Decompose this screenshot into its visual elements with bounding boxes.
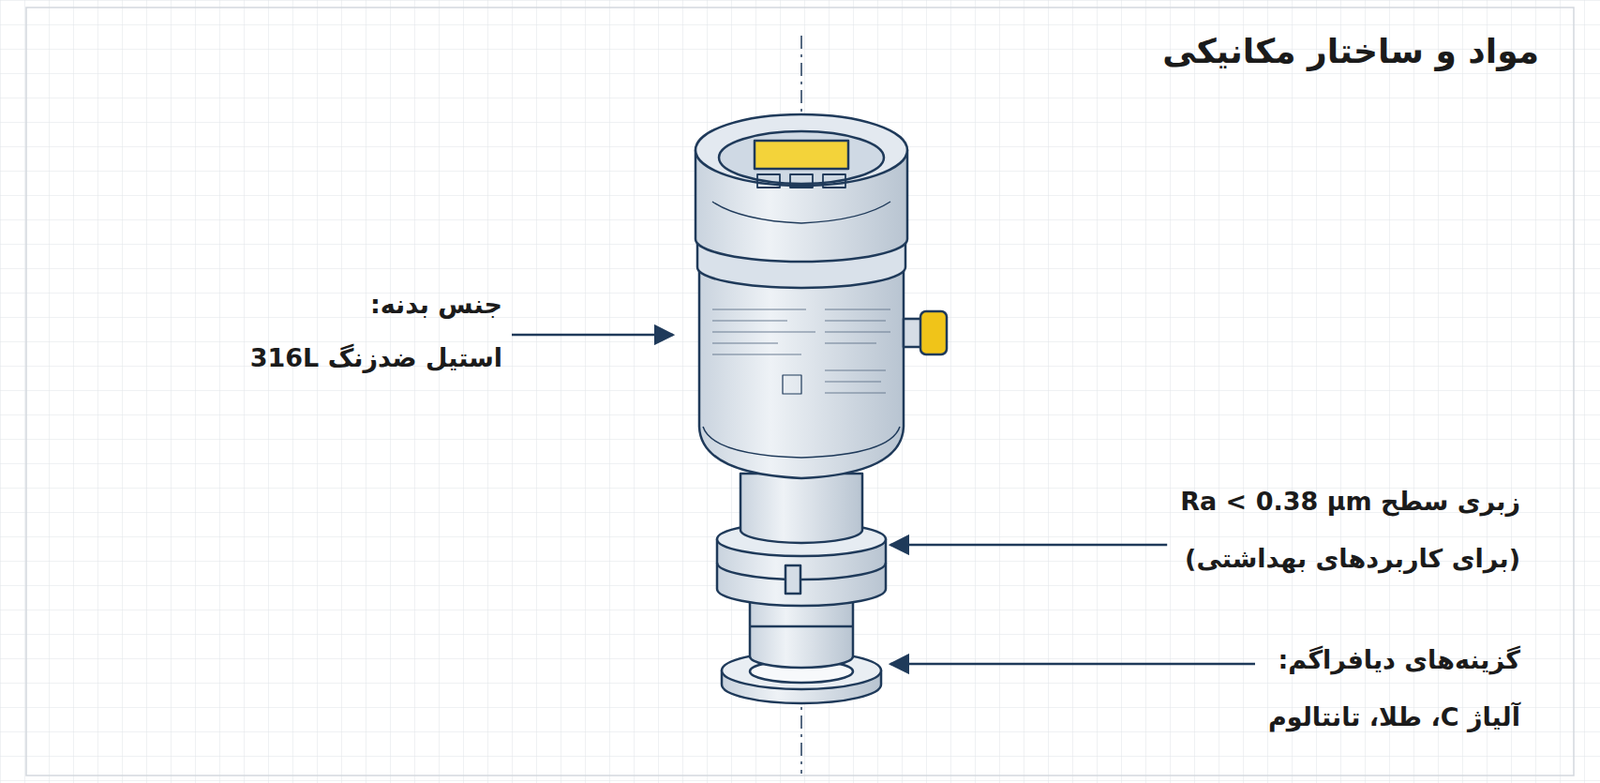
callout-label: آلیاژ C، طلا، تانتالوم: [1268, 698, 1521, 736]
callout-label: استیل ضدزنگ 316L: [250, 339, 503, 377]
grid-frame: [26, 7, 1574, 776]
lcd-display: [754, 140, 849, 169]
cable-gland: [920, 311, 947, 355]
leader-line: [890, 543, 1167, 547]
clamp-slot: [785, 565, 801, 594]
nameplate-lines: [712, 309, 891, 393]
body-edge: [702, 426, 900, 458]
display-window: [718, 131, 884, 184]
body-housing: [699, 267, 904, 479]
nameplate-mark: [782, 374, 802, 394]
callout-label: (برای کاربردهای بهداشتی): [1184, 539, 1521, 578]
button: [757, 174, 780, 188]
lower-neck: [749, 599, 853, 668]
diagram-title: مواد و ساختار مکانیکی: [1162, 31, 1540, 71]
callout-label: زبری سطح Ra < 0.38 µm: [1180, 482, 1521, 521]
head-cover-edge: [712, 201, 891, 224]
callout-label: گزینه‌های دیافراگم:: [1277, 641, 1521, 679]
leader-line: [511, 333, 673, 337]
neck-groove: [749, 625, 853, 629]
pressure-transmitter: [695, 114, 947, 703]
leader-line: [890, 662, 1256, 666]
button: [822, 174, 846, 188]
upper-neck: [740, 473, 863, 543]
callout-label: جنس بدنه:: [370, 285, 503, 324]
leaders: [511, 334, 1256, 664]
button: [790, 174, 813, 188]
